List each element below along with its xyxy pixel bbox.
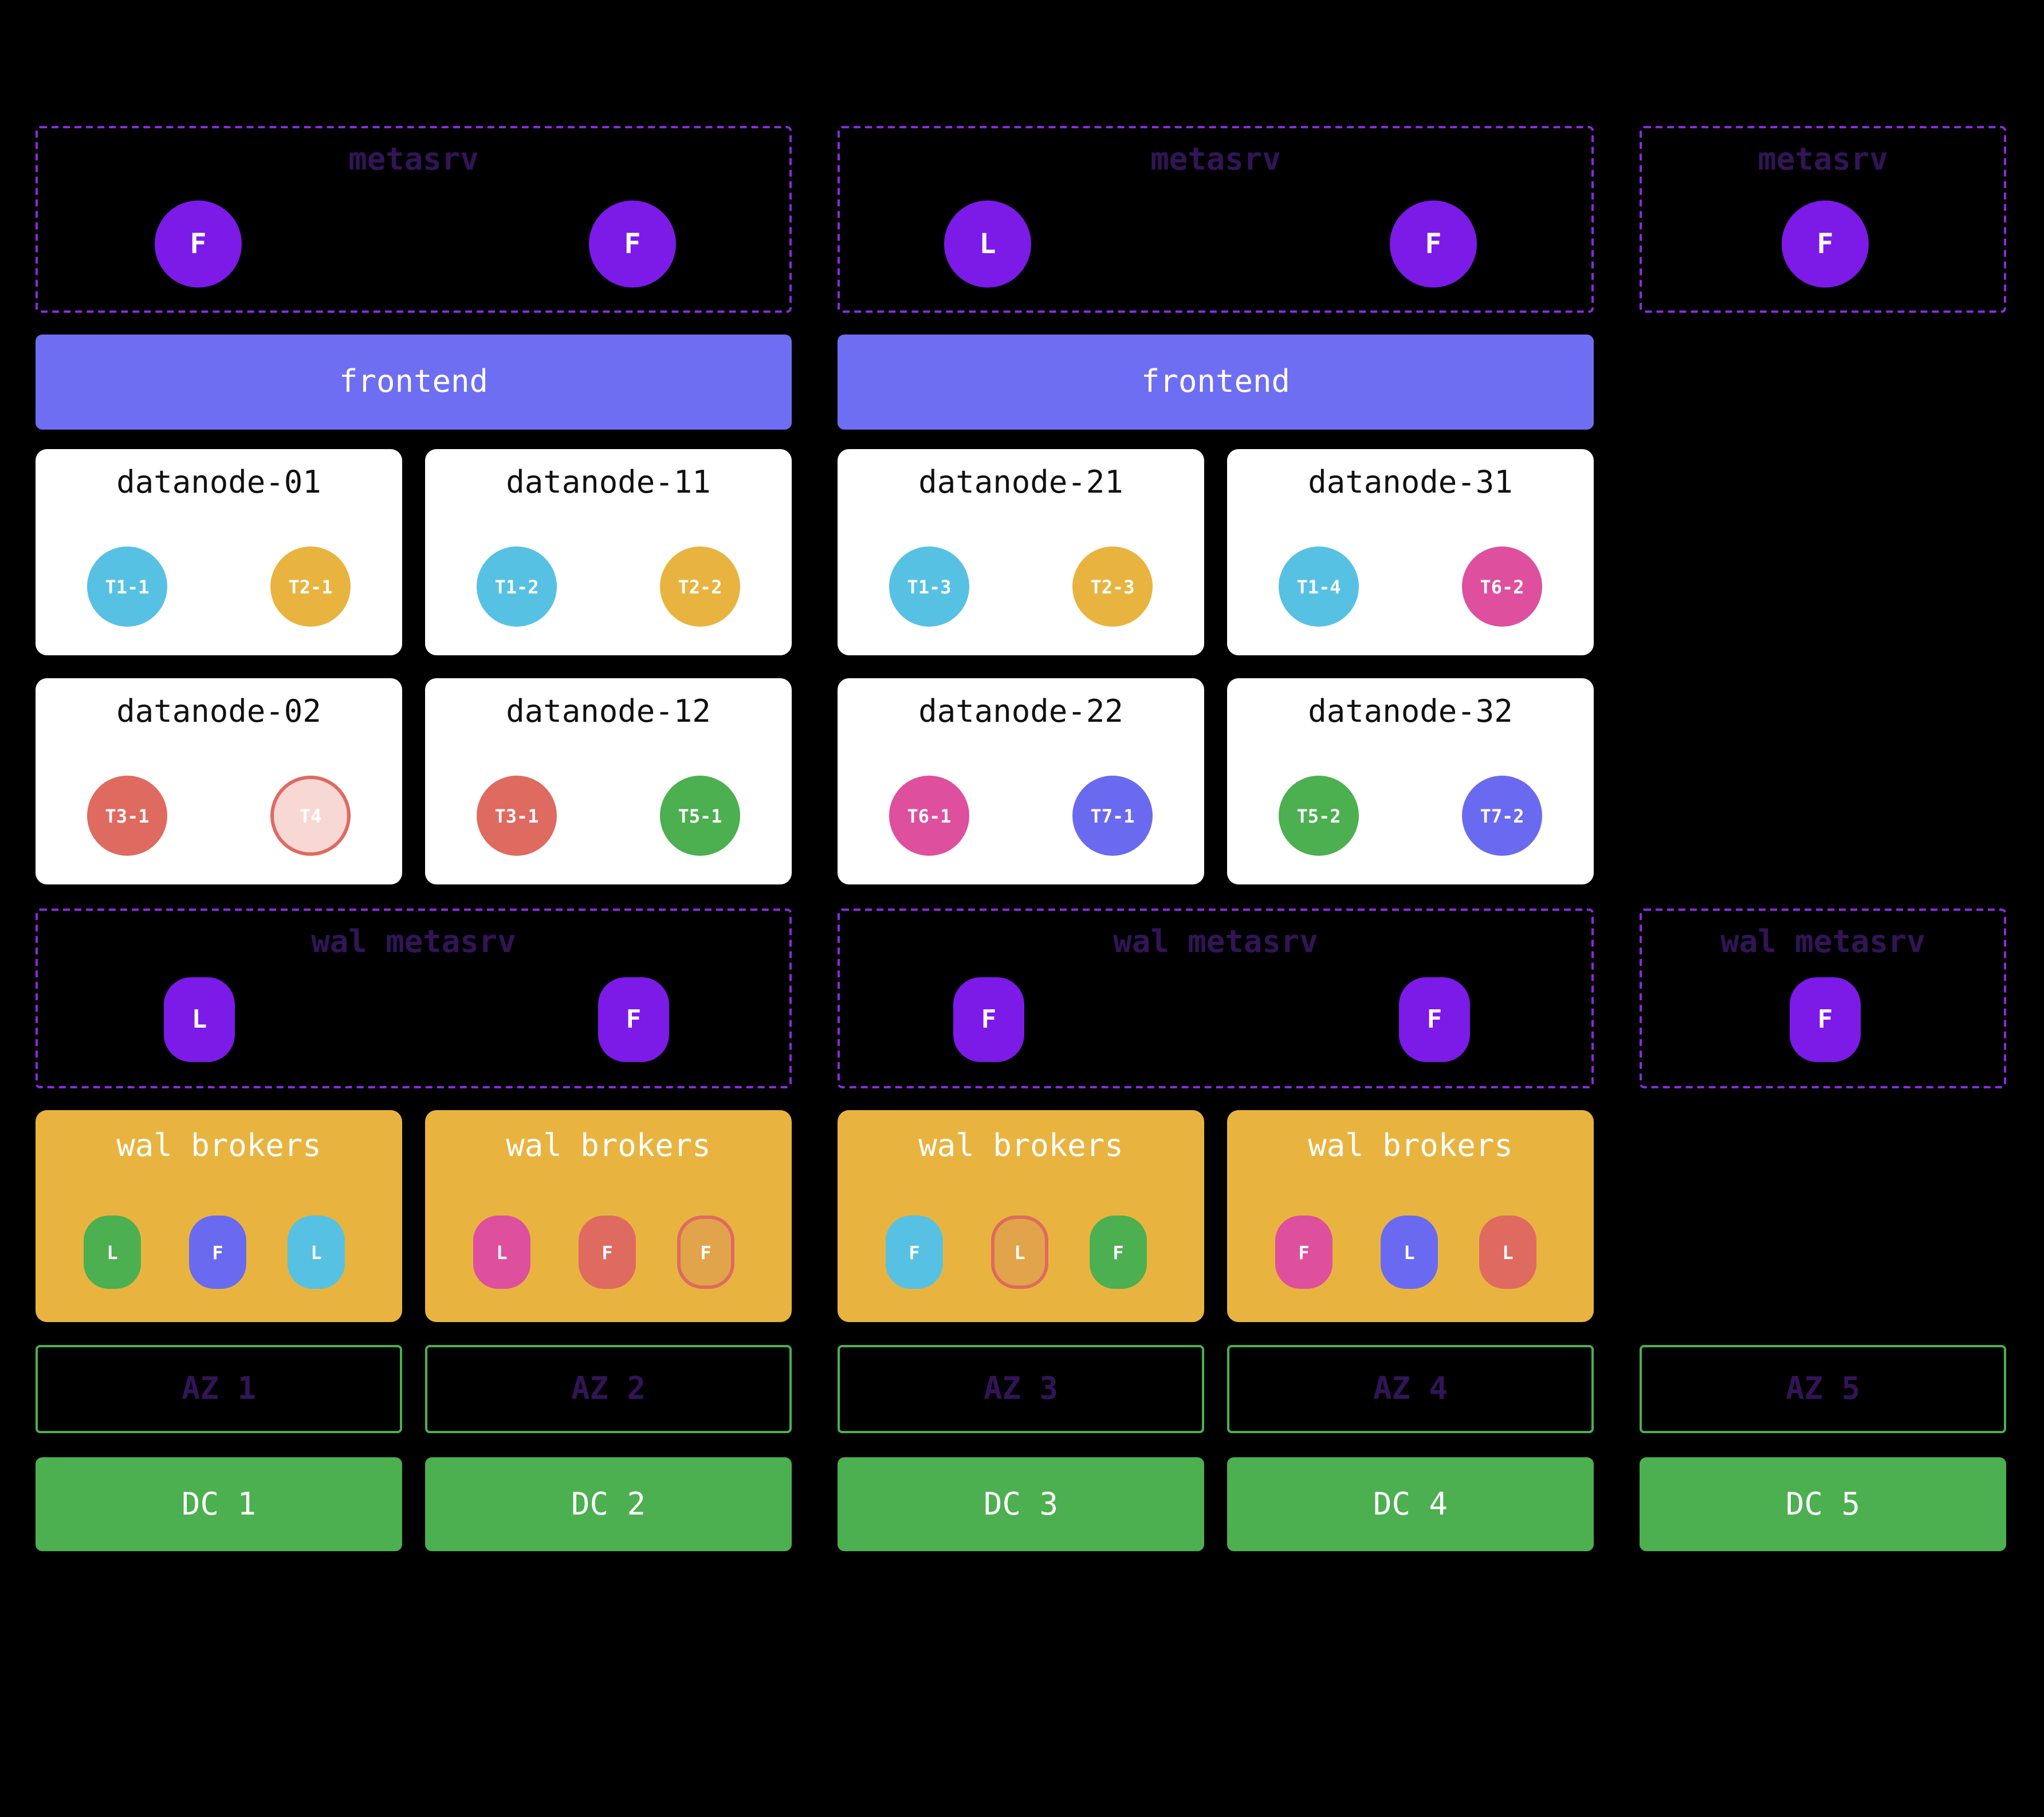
dc-box-1: DC 1 <box>36 1457 402 1551</box>
region-node: T7-1 <box>1072 776 1153 856</box>
wal-metasrv-group-2: wal metasrv F F <box>838 908 1594 1088</box>
metasrv-node: F <box>589 200 676 288</box>
frontend-bar-1: frontend <box>36 335 792 430</box>
region-node: T5-2 <box>1279 776 1359 856</box>
broker-node: L <box>473 1216 530 1289</box>
datanode-name: datanode-32 <box>1308 694 1513 730</box>
wal-metasrv-group-3: wal metasrv F <box>1640 908 2006 1088</box>
metasrv-node: L <box>944 200 1031 288</box>
broker-node: F <box>886 1216 943 1289</box>
metasrv-node: F <box>1782 200 1869 288</box>
az-box-1: AZ 1 <box>36 1345 402 1433</box>
metasrv-group-3-title: metasrv <box>1758 142 1888 178</box>
wal-metasrv-node: F <box>1399 977 1470 1062</box>
metasrv-node: F <box>1390 200 1477 288</box>
broker-node: F <box>1090 1216 1147 1289</box>
az-box-4: AZ 4 <box>1227 1345 1594 1433</box>
metasrv-group-2: metasrv L F <box>838 126 1594 313</box>
dc-box-2: DC 2 <box>425 1457 792 1551</box>
broker-node: L <box>991 1216 1048 1289</box>
wal-metasrv-group-1-title: wal metasrv <box>311 925 516 960</box>
metasrv-node: F <box>155 200 242 288</box>
wal-brokers-title: wal brokers <box>506 1128 711 1164</box>
metasrv-group-1-title: metasrv <box>348 142 479 178</box>
wal-metasrv-node: F <box>598 977 669 1062</box>
az-box-5: AZ 5 <box>1640 1345 2006 1433</box>
metasrv-group-3: metasrv F <box>1640 126 2006 313</box>
broker-node: F <box>579 1216 636 1289</box>
wal-brokers-card-2: wal brokers L F F <box>425 1110 792 1322</box>
broker-node: F <box>1275 1216 1332 1289</box>
az-box-3: AZ 3 <box>838 1345 1204 1433</box>
region-node: T2-1 <box>270 546 351 627</box>
az-box-2: AZ 2 <box>425 1345 792 1433</box>
dc-box-5: DC 5 <box>1640 1457 2006 1551</box>
region-node: T6-1 <box>889 776 969 856</box>
wal-metasrv-group-1: wal metasrv L F <box>36 908 792 1088</box>
datanode-card-31: datanode-31 T1-4 T6-2 <box>1227 449 1594 655</box>
region-node: T1-2 <box>477 546 557 627</box>
broker-node: F <box>189 1216 246 1289</box>
region-node-pending: T4 <box>270 776 351 856</box>
region-node: T3-1 <box>477 776 557 856</box>
wal-metasrv-group-3-title: wal metasrv <box>1720 925 1925 960</box>
metasrv-group-1: metasrv F F <box>36 126 792 313</box>
region-node: T1-4 <box>1279 546 1359 627</box>
wal-brokers-card-3: wal brokers F L F <box>838 1110 1204 1322</box>
broker-node: L <box>1479 1216 1536 1289</box>
broker-node: L <box>1381 1216 1438 1289</box>
datanode-name: datanode-12 <box>506 694 711 730</box>
wal-metasrv-node: L <box>164 977 235 1062</box>
datanode-card-21: datanode-21 T1-3 T2-3 <box>838 449 1204 655</box>
datanode-name: datanode-22 <box>918 694 1123 730</box>
region-node: T6-2 <box>1462 546 1542 627</box>
datanode-name: datanode-31 <box>1308 465 1513 501</box>
region-node: T7-2 <box>1462 776 1542 856</box>
broker-node: F <box>677 1216 734 1289</box>
datanode-card-01: datanode-01 T1-1 T2-1 <box>36 449 402 655</box>
datanode-card-32: datanode-32 T5-2 T7-2 <box>1227 678 1594 884</box>
wal-brokers-card-4: wal brokers F L L <box>1227 1110 1594 1322</box>
wal-brokers-title: wal brokers <box>918 1128 1123 1164</box>
wal-metasrv-node: F <box>953 977 1024 1062</box>
dc-box-4: DC 4 <box>1227 1457 1594 1551</box>
metasrv-group-2-title: metasrv <box>1150 142 1281 178</box>
wal-metasrv-node: F <box>1790 977 1861 1062</box>
wal-metasrv-group-2-title: wal metasrv <box>1113 925 1318 960</box>
broker-node: L <box>288 1216 345 1289</box>
wal-brokers-title: wal brokers <box>116 1128 321 1164</box>
region-node: T2-2 <box>660 546 740 627</box>
region-node: T1-3 <box>889 546 969 627</box>
datanode-name: datanode-11 <box>506 465 711 501</box>
region-node: T2-3 <box>1072 546 1153 627</box>
broker-node: L <box>84 1216 141 1289</box>
datanode-name: datanode-21 <box>918 465 1123 501</box>
wal-brokers-card-1: wal brokers L F L <box>36 1110 402 1322</box>
datanode-card-02: datanode-02 T3-1 T4 <box>36 678 402 884</box>
datanode-name: datanode-02 <box>116 694 321 730</box>
region-node: T5-1 <box>660 776 740 856</box>
region-node: T3-1 <box>87 776 167 856</box>
datanode-name: datanode-01 <box>116 465 321 501</box>
datanode-card-22: datanode-22 T6-1 T7-1 <box>838 678 1204 884</box>
region-node: T1-1 <box>87 546 167 627</box>
wal-brokers-title: wal brokers <box>1308 1128 1513 1164</box>
frontend-bar-2: frontend <box>838 335 1594 430</box>
dc-box-3: DC 3 <box>838 1457 1204 1551</box>
datanode-card-12: datanode-12 T3-1 T5-1 <box>425 678 792 884</box>
datanode-card-11: datanode-11 T1-2 T2-2 <box>425 449 792 655</box>
